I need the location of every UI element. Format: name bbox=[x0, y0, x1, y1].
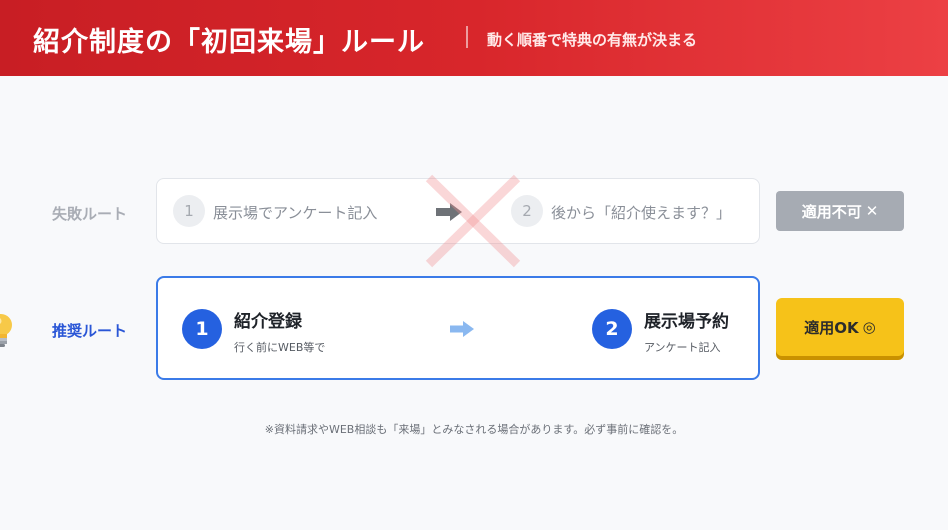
rec-step1-title: 紹介登録 bbox=[234, 312, 302, 332]
page-title: 紹介制度の「初回来場」ルール bbox=[33, 27, 425, 58]
close-icon: ✕ bbox=[865, 202, 879, 220]
not-applicable-text: 適用不可 bbox=[801, 202, 862, 221]
header-divider bbox=[466, 26, 468, 48]
footnote: ※資料請求やWEB相談も「来場」とみなされる場合があります。必ず事前に確認を。 bbox=[264, 423, 684, 436]
not-applicable-badge: 適用不可 ✕ bbox=[776, 191, 904, 231]
fail-step2-number: 2 bbox=[511, 195, 543, 227]
fail-step1-number: 1 bbox=[173, 195, 205, 227]
applicable-text: 適用OK bbox=[804, 318, 859, 337]
rec-step1-sub: 行く前にWEB等で bbox=[234, 341, 326, 354]
fail-route-label: 失敗ルート bbox=[52, 205, 128, 223]
fail-step2-text: 後から「紹介使えます？」 bbox=[551, 204, 732, 222]
rec-step2-number: 2 bbox=[592, 309, 632, 349]
applicable-badge: 適用OK ◎ bbox=[776, 298, 904, 356]
arrow-right-icon bbox=[450, 321, 474, 337]
recommended-route-label: 推奨ルート bbox=[52, 322, 128, 340]
rec-step1-number: 1 bbox=[182, 309, 222, 349]
page-subtitle: 動く順番で特典の有無が決まる bbox=[487, 31, 698, 49]
arrow-right-icon bbox=[436, 203, 462, 221]
fail-step1-text: 展示場でアンケート記入 bbox=[213, 204, 378, 222]
rec-step2-title: 展示場予約 bbox=[644, 312, 729, 332]
cross-mark-icon bbox=[425, 174, 521, 268]
fail-route-card: 1 展示場でアンケート記入 2 後から「紹介使えます？」 bbox=[156, 178, 760, 244]
lightbulb-icon bbox=[0, 314, 12, 347]
page-header: 紹介制度の「初回来場」ルール 動く順番で特典の有無が決まる bbox=[0, 0, 948, 76]
rec-step2-sub: アンケート記入 bbox=[644, 341, 721, 354]
double-circle-icon: ◎ bbox=[862, 318, 876, 336]
